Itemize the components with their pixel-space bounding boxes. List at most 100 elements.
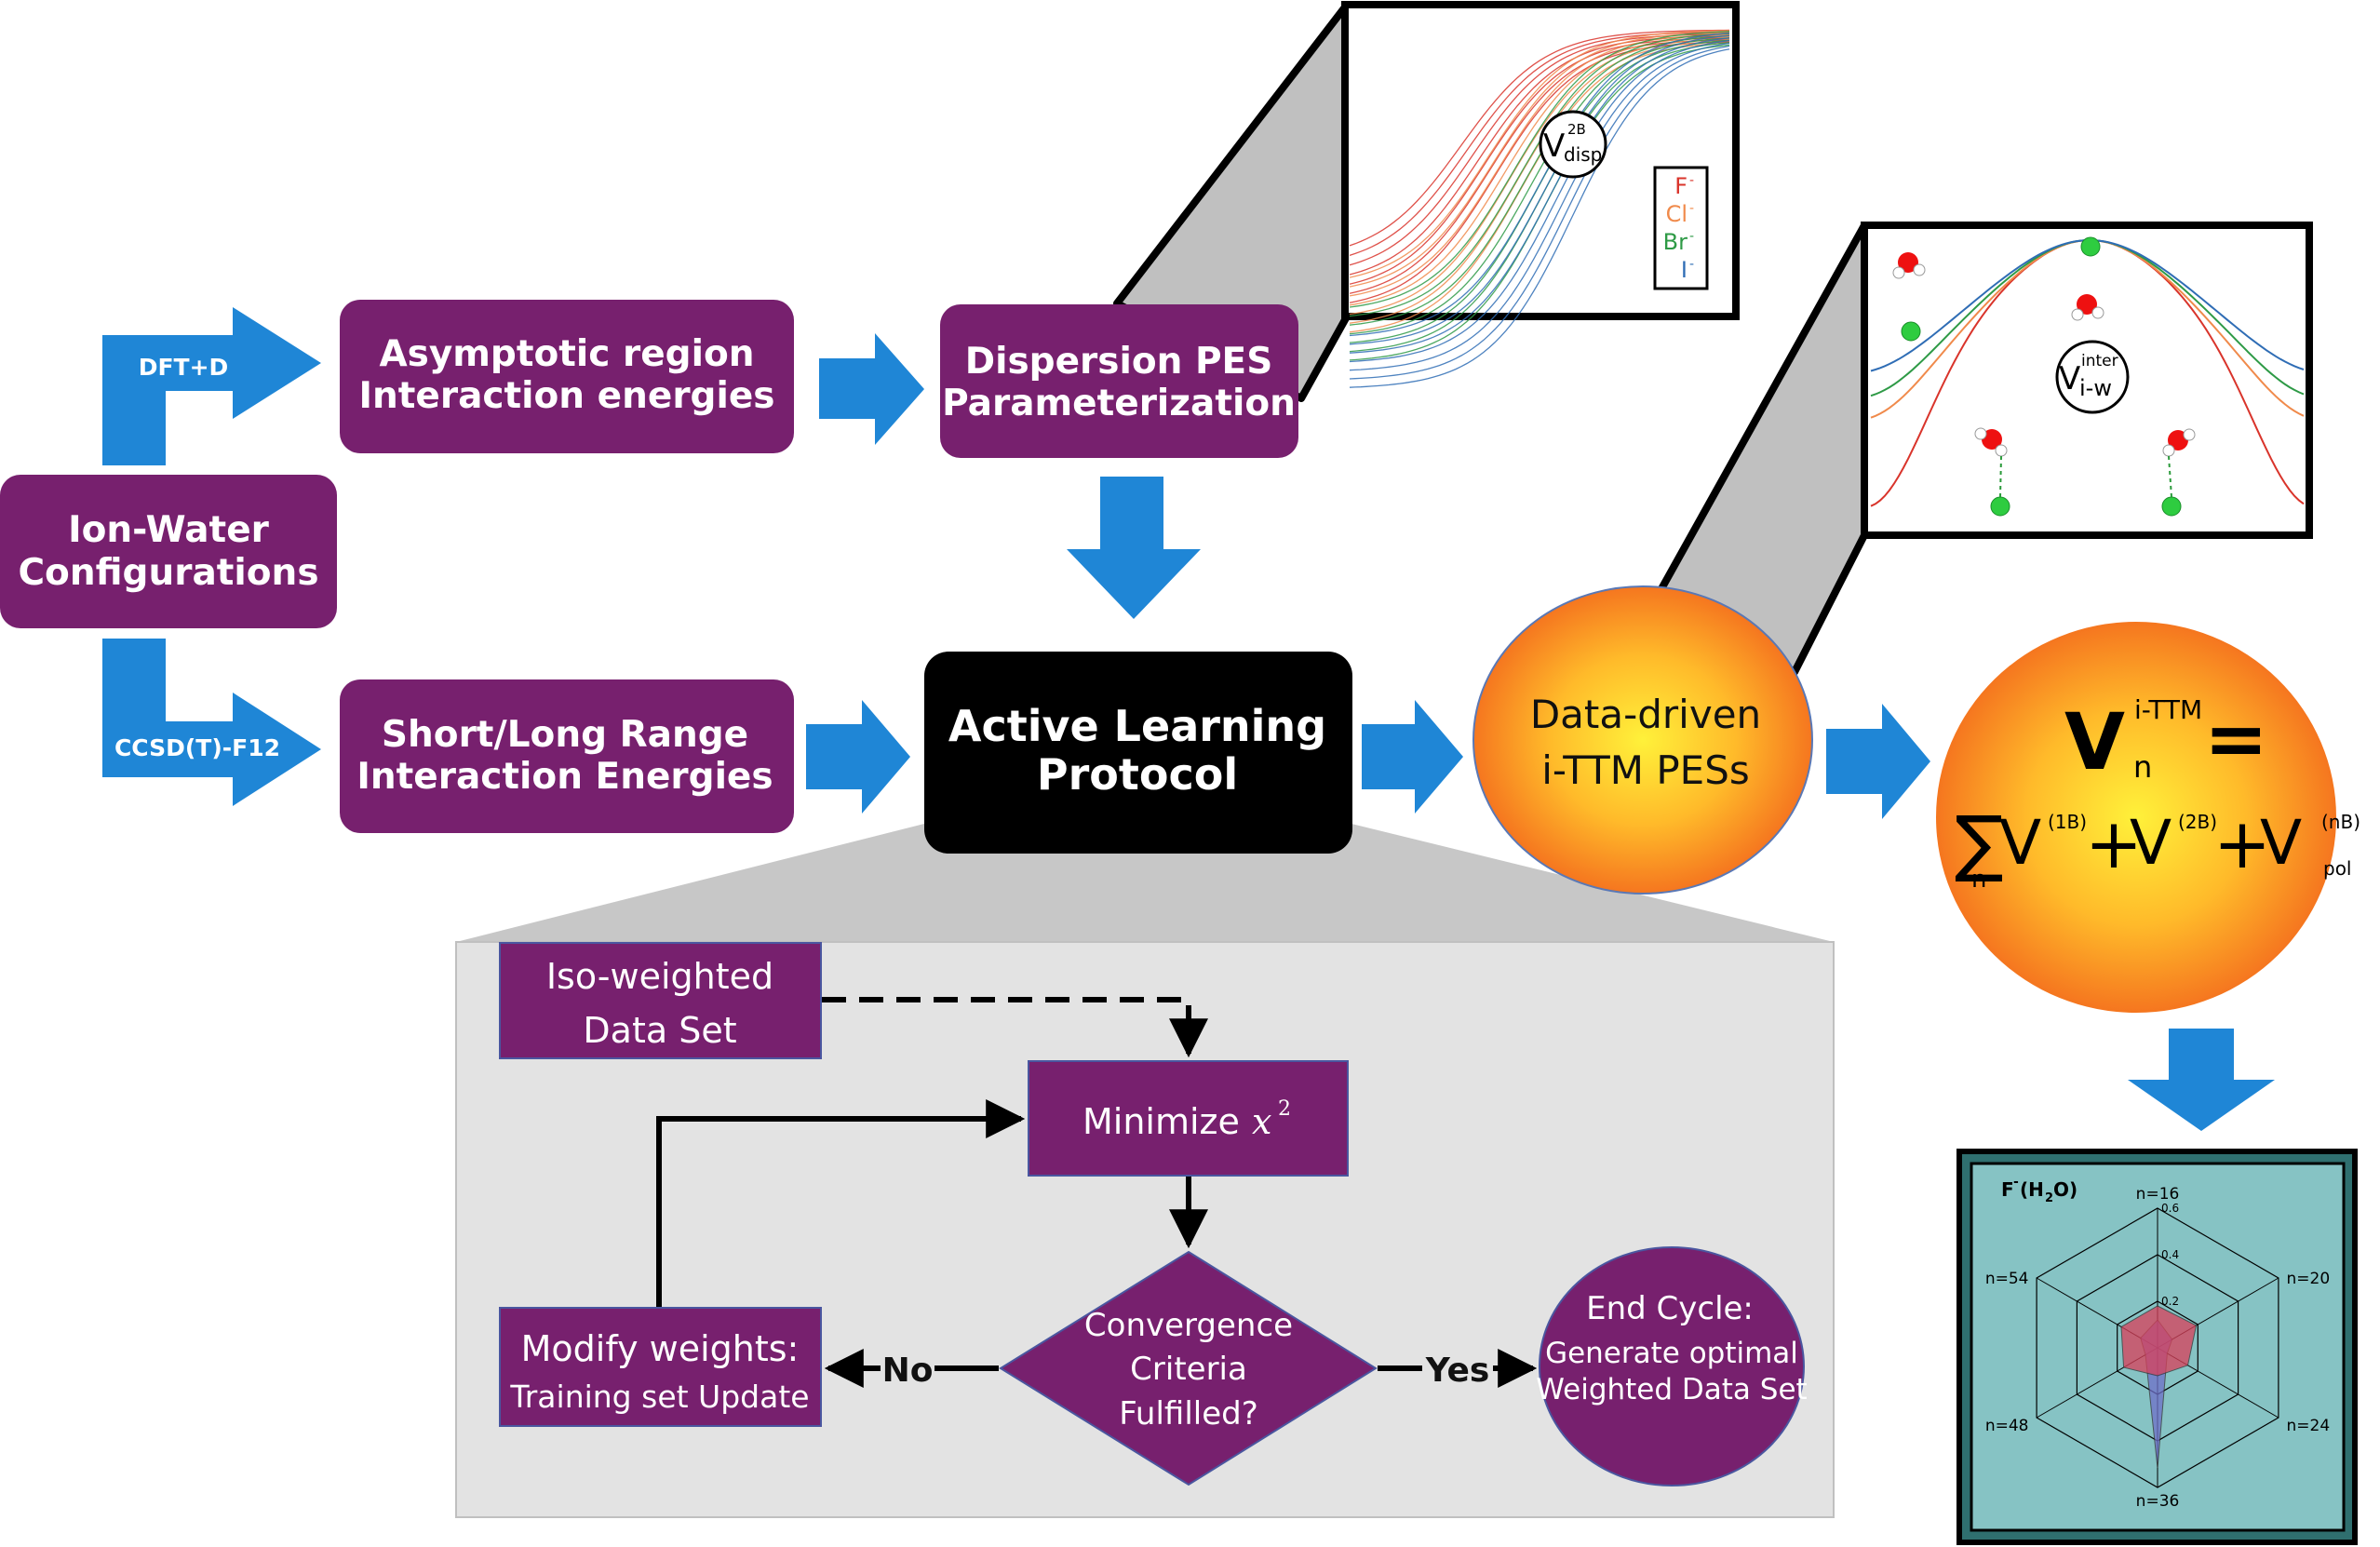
- disp-curve: [1349, 48, 1730, 388]
- disp-legend-sup: -: [1689, 201, 1694, 216]
- asymptotic-box: Asymptotic region Interaction energies: [340, 300, 794, 453]
- svg-text:Protocol: Protocol: [1037, 749, 1238, 800]
- radar-tick-label: 0.6: [2161, 1202, 2179, 1215]
- eq-equals: =: [2204, 695, 2268, 784]
- disp-curve: [1349, 35, 1730, 306]
- no-label: No: [882, 1352, 934, 1390]
- radar-tick-label: 0.2: [2161, 1295, 2179, 1308]
- water-molecules: [1892, 252, 2196, 457]
- radar-axis-label: n=20: [2287, 1270, 2331, 1288]
- disp-label-sub: disp: [1564, 143, 1602, 166]
- disp-curve: [1349, 30, 1730, 278]
- svg-text:End Cycle:: End Cycle:: [1586, 1290, 1754, 1327]
- arrow-ttm-to-eq: [1826, 704, 1930, 819]
- ccsd-arrow-label: CCSD(T)-F12: [114, 734, 280, 761]
- chi-power: 2: [1278, 1097, 1291, 1121]
- disp-curve: [1349, 41, 1730, 303]
- disp-curve: [1349, 34, 1730, 297]
- svg-text:Interaction energies: Interaction energies: [358, 375, 774, 417]
- disp-label-v: V: [1543, 128, 1565, 165]
- radar-axis-label: n=16: [2136, 1185, 2180, 1204]
- eq-sup-1b: (1B): [2048, 811, 2087, 833]
- eq-v1: V: [1999, 807, 2041, 879]
- eq-v2: V: [2130, 807, 2172, 879]
- disp-legend-label: F: [1674, 173, 1688, 199]
- eq-plus1: +: [2085, 804, 2143, 884]
- disp-curve: [1349, 45, 1730, 380]
- arrow-short-to-active: [806, 700, 910, 814]
- inter-label-sup: inter: [2081, 352, 2118, 370]
- disp-legend-items: F-Cl-Br-I-: [1663, 173, 1694, 283]
- data-driven-circle: Data-driven i-TTM PESs: [1472, 585, 1813, 895]
- equation-circle: V i-TTM n = ∑ n V (1B) + V (2B) + V (nB)…: [1936, 622, 2360, 1013]
- convergence-diamond: Convergence Criteria Fulfilled?: [999, 1250, 1378, 1486]
- dispersion-box: Dispersion PES Parameterization: [940, 304, 1298, 458]
- radar-series: [2120, 1305, 2198, 1377]
- eq-v-main-sub: n: [2133, 749, 2152, 785]
- arrow-eq-to-radar: [2128, 1029, 2275, 1131]
- radar-inset: n=16 n=20 n=24 n=36 n=48 n=54 0.6 0.4 0.2 F - (H…: [1956, 1149, 2358, 1545]
- dispersion-inset: V 2B disp F-Cl-Br-I-: [1341, 1, 1740, 388]
- arrow-asym-to-disp: [819, 333, 924, 445]
- svg-text:Minimize: Minimize: [1082, 1101, 1240, 1142]
- ion-spheres: [1901, 236, 2182, 517]
- ccsd-arrow: [102, 639, 321, 806]
- dft-arrow: [102, 307, 321, 465]
- svg-text:Data-driven: Data-driven: [1530, 692, 1761, 737]
- eq-sup-2b: (2B): [2178, 811, 2217, 833]
- eq-v-main-sup: i-TTM: [2134, 694, 2202, 725]
- radar-title-sub: 2: [2045, 1191, 2053, 1205]
- chi-symbol: x: [1252, 1101, 1271, 1142]
- radar-grid: [2036, 1207, 2279, 1488]
- radar-tick-label: 0.4: [2161, 1248, 2179, 1261]
- disp-curve: [1349, 39, 1730, 363]
- modify-weights-box: Modify weights: Training set Update: [499, 1307, 822, 1427]
- radar-title-main: F: [2001, 1178, 2014, 1201]
- inter-label-v: V: [2059, 360, 2080, 397]
- disp-curve: [1349, 34, 1730, 345]
- svg-text:Criteria: Criteria: [1130, 1351, 1247, 1388]
- radar-axis-label: n=48: [1985, 1417, 2029, 1435]
- disp-legend-sup: -: [1689, 257, 1694, 272]
- eq-sup-nb: (nB): [2321, 811, 2360, 833]
- svg-text:Configurations: Configurations: [18, 552, 318, 594]
- disp-legend-label: I: [1681, 257, 1688, 283]
- active-learning-box: Active Learning Protocol: [924, 652, 1352, 854]
- eq-v3: V: [2260, 807, 2302, 879]
- ion-water-box: Ion-Water Configurations: [0, 475, 337, 628]
- disp-curve: [1349, 32, 1730, 288]
- disp-legend-sup: -: [1689, 229, 1694, 244]
- svg-text:Ion-Water: Ion-Water: [68, 509, 270, 551]
- disp-legend-label: Br: [1663, 229, 1688, 255]
- radar-title-sup: -: [2013, 1175, 2019, 1190]
- modify-to-min-connector: [656, 1099, 1026, 1307]
- svg-text:Short/Long Range: Short/Long Range: [382, 714, 748, 756]
- disp-curve: [1349, 37, 1730, 335]
- svg-text:Generate optimal: Generate optimal: [1545, 1337, 1798, 1370]
- disp-curve: [1349, 42, 1730, 371]
- svg-text:Interaction Energies: Interaction Energies: [356, 756, 773, 798]
- svg-text:Dispersion PES: Dispersion PES: [965, 341, 1273, 383]
- minimize-box: Minimize x 2: [1028, 1060, 1349, 1177]
- svg-text:Parameterization: Parameterization: [942, 383, 1296, 424]
- radar-title-rest: (H: [2020, 1178, 2044, 1201]
- inter-label-circle: [2055, 340, 2130, 414]
- radar-axis-label: n=54: [1985, 1270, 2029, 1288]
- eq-sigma: ∑: [1955, 801, 2004, 885]
- eq-plus2: +: [2213, 804, 2271, 884]
- eq-sub-pol: pol: [2323, 857, 2352, 880]
- disp-curve: [1349, 32, 1730, 337]
- short-long-box: Short/Long Range Interaction Energies: [340, 679, 794, 833]
- eq-v-main: V: [2064, 696, 2125, 787]
- svg-text:i-TTM PESs: i-TTM PESs: [1541, 747, 1750, 793]
- disp-legend-sup: -: [1689, 173, 1694, 188]
- iso-weighted-box: Iso-weighted Data Set: [499, 942, 822, 1059]
- radar-axis-label: n=36: [2136, 1492, 2180, 1511]
- disp-legend: [1653, 166, 1709, 290]
- svg-text:Iso-weighted: Iso-weighted: [546, 956, 773, 997]
- radar-axis-label: n=24: [2287, 1417, 2331, 1435]
- inter-label-sub: i-w: [2079, 375, 2112, 401]
- svg-text:Convergence: Convergence: [1084, 1307, 1293, 1344]
- dashed-connector: [822, 997, 1208, 1058]
